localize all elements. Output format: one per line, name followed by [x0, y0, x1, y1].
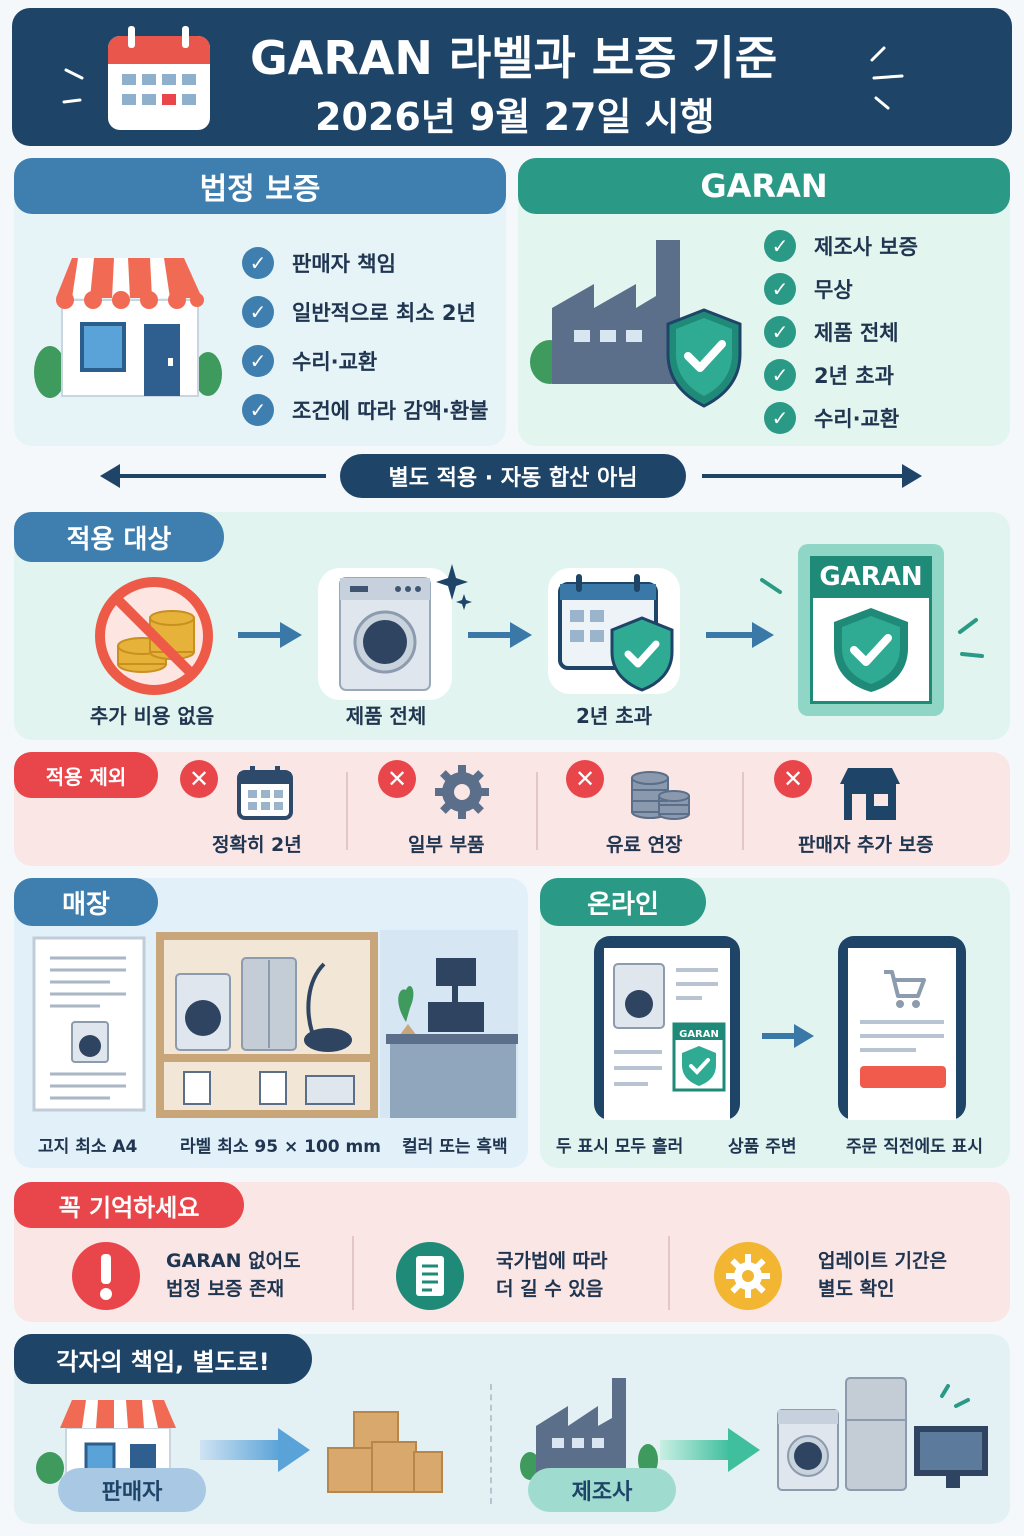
appliances-icon: [777, 1377, 988, 1491]
x-icon: ✕: [180, 760, 218, 798]
exclusion-title: 적용 제외: [14, 752, 158, 798]
online-caption: 상품 주변: [728, 1137, 797, 1157]
check-icon: ✓: [242, 295, 274, 328]
arrow-right-icon: [468, 622, 532, 648]
garan-list: ✓제조사 보증 ✓무상 ✓제품 전체 ✓2년 초과 ✓수리·교환: [764, 224, 1004, 439]
garan-label-sparkle-icon: [760, 578, 984, 658]
remember-item-line2: 별도 확인: [818, 1278, 895, 1300]
target-step-label: 2년 초과: [575, 704, 653, 728]
exclusion-item-label: 일부 부품: [408, 834, 485, 856]
gear-icon: [714, 1242, 782, 1310]
garan-label-badge: GARAN: [810, 556, 932, 598]
no-extra-cost-icon: [95, 577, 213, 695]
online-garan-badge: GARAN: [679, 1028, 719, 1040]
store-title: 매장: [14, 878, 158, 926]
notice-document-icon: [32, 936, 146, 1112]
calendar-icon: [237, 766, 293, 820]
exclusion-item-label: 정확히 2년: [212, 834, 302, 856]
divider: [536, 772, 538, 850]
check-icon: ✓: [242, 246, 274, 279]
check-icon: ✓: [764, 358, 796, 391]
garan-item: ✓수리·교환: [764, 396, 1004, 439]
remember-item-line1: 국가법에 따라: [496, 1250, 608, 1272]
exclamation-icon: [72, 1242, 140, 1310]
target-title: 적용 대상: [14, 512, 224, 562]
phone-product-icon: [594, 936, 740, 1120]
page-title: GARAN 라벨과 보증 기준: [250, 31, 778, 85]
boxes-icon: [327, 1411, 443, 1493]
calendar-shield-icon: [548, 568, 680, 694]
seller-badge: 판매자: [58, 1468, 206, 1512]
online-caption: 주문 직전에도 표시: [846, 1137, 983, 1157]
arrow-right-icon: [660, 1428, 760, 1472]
washing-machine-sparkle-icon: [318, 564, 472, 700]
checkout-counter-icon: [380, 930, 518, 1118]
x-icon: ✕: [378, 760, 416, 798]
target-step-label: 제품 전체: [345, 704, 427, 728]
garan-item: ✓무상: [764, 267, 1004, 310]
x-icon: ✕: [774, 760, 812, 798]
store-icon: [34, 258, 222, 398]
manufacturer-badge: 제조사: [528, 1468, 676, 1512]
legal-item: ✓조건에 따라 감액·환불: [242, 385, 502, 434]
divider: [490, 1384, 492, 1504]
target-step-label: 추가 비용 없음: [89, 704, 215, 728]
shield-check-icon: [834, 608, 908, 692]
check-icon: ✓: [242, 344, 274, 377]
sparkle-icon: [870, 46, 904, 110]
store-caption: 고지 최소 A4: [38, 1137, 138, 1157]
check-icon: ✓: [764, 272, 796, 305]
double-arrow-icon: [100, 464, 922, 488]
responsibility-title: 각자의 책임, 별도로!: [14, 1334, 312, 1384]
check-icon: ✓: [764, 315, 796, 348]
factory-shield-icon: [530, 240, 742, 408]
remember-item-line2: 더 길 수 있음: [496, 1278, 604, 1300]
garan-item: ✓2년 초과: [764, 353, 1004, 396]
phone-cart-icon: [838, 936, 966, 1120]
calendar-icon: [62, 26, 210, 130]
separate-apply-badge: 별도 적용 · 자동 합산 아님: [340, 454, 686, 498]
garan-item: ✓제품 전체: [764, 310, 1004, 353]
online-title: 온라인: [540, 878, 706, 926]
store-caption: 라벨 최소 95 × 100 mm: [180, 1137, 381, 1157]
legal-warranty-title: 법정 보증: [14, 158, 506, 214]
arrow-right-icon: [706, 622, 774, 648]
remember-item-line1: 업레이트 기간은: [818, 1250, 947, 1272]
store-caption: 컬러 또는 흑백: [402, 1137, 508, 1157]
arrow-right-icon: [238, 622, 302, 648]
appliance-shelf-icon: [156, 932, 378, 1118]
store-icon: [840, 768, 900, 820]
divider: [346, 772, 348, 850]
divider: [742, 772, 744, 850]
arrow-right-icon: [762, 1024, 814, 1048]
remember-item-line2: 법정 보증 존재: [166, 1278, 285, 1300]
gear-icon: [435, 765, 489, 819]
garan-title: GARAN: [518, 158, 1010, 214]
divider: [668, 1236, 670, 1310]
divider: [352, 1236, 354, 1310]
legal-item: ✓판매자 책임: [242, 238, 502, 287]
legal-item: ✓수리·교환: [242, 336, 502, 385]
legal-warranty-list: ✓판매자 책임 ✓일반적으로 최소 2년 ✓수리·교환 ✓조건에 따라 감액·환…: [242, 238, 502, 434]
remember-item-line1: GARAN 없어도: [166, 1250, 301, 1272]
document-icon: [396, 1242, 464, 1310]
check-icon: ✓: [242, 393, 274, 426]
exclusion-item-label: 판매자 추가 보증: [798, 834, 934, 856]
online-caption: 두 표시 모두 흘러: [556, 1137, 684, 1157]
remember-title: 꼭 기억하세요: [14, 1182, 244, 1228]
legal-item: ✓일반적으로 최소 2년: [242, 287, 502, 336]
x-icon: ✕: [566, 760, 604, 798]
exclusion-item-label: 유료 연장: [606, 834, 683, 856]
check-icon: ✓: [764, 229, 796, 262]
page-subtitle: 2026년 9월 27일 시행: [315, 95, 715, 139]
garan-item: ✓제조사 보증: [764, 224, 1004, 267]
arrow-right-icon: [200, 1428, 310, 1472]
check-icon: ✓: [764, 401, 796, 434]
coin-stack-icon: [631, 771, 690, 820]
